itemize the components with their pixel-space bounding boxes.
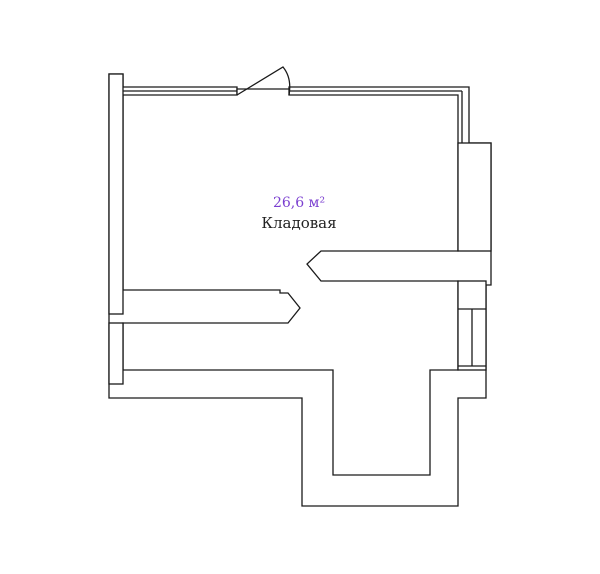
door-swing: [236, 66, 291, 96]
right-wall-block: [457, 142, 492, 252]
inner-room-outline: [122, 88, 459, 476]
left-wall-column-lower: [108, 322, 124, 385]
left-wall-column: [108, 73, 124, 315]
room-name-label: Кладовая: [261, 214, 336, 232]
room-area-label: 26,6 м²: [273, 195, 325, 211]
